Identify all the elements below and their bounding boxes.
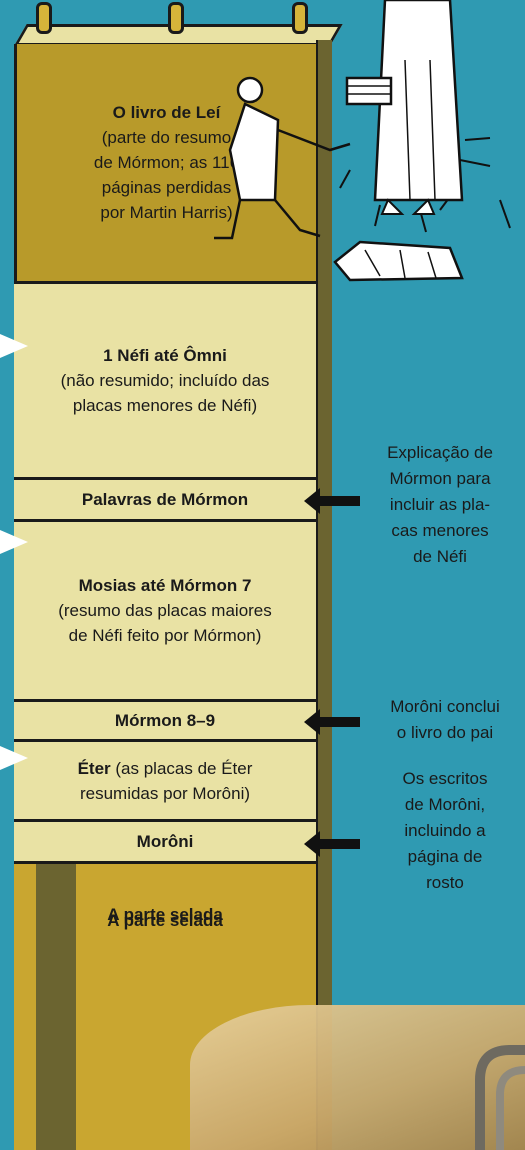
- section-title: Morôni: [136, 832, 194, 851]
- note-line: o livro do pai: [396, 723, 494, 742]
- note-line: cas menores: [391, 521, 489, 540]
- ring-icon: [292, 2, 308, 34]
- note-line: página de: [407, 847, 483, 866]
- section-1-nephi-to-omni: 1 Néfi até Ômni (não resumido; incluído …: [14, 284, 316, 480]
- sealed-band: [36, 864, 76, 1150]
- section-words-of-mormon: Palavras de Mórmon: [14, 480, 316, 522]
- note-line: Morôni conclui: [390, 697, 500, 716]
- section-text: Éter (as placas de Éter: [78, 756, 253, 781]
- section-title: O livro de Leí: [112, 103, 221, 122]
- pointer-marker: [0, 334, 28, 358]
- note-line: incluir as pla-: [389, 495, 491, 514]
- section-title: Mosias até Mórmon 7: [78, 576, 252, 595]
- section-mosiah-to-mormon-7: Mosias até Mórmon 7 (resumo das placas m…: [14, 522, 316, 702]
- section-ether: Éter (as placas de Éter resumidas por Mo…: [14, 742, 316, 822]
- pointer-marker: [0, 746, 28, 770]
- section-title: Mórmon 8–9: [114, 711, 216, 730]
- sealed-title-overlay: A parte selada: [107, 905, 223, 924]
- gold-plates-photo: [190, 1005, 525, 1150]
- section-mormon-8-9: Mórmon 8–9: [14, 702, 316, 742]
- section-text: (resumo das placas maiores: [58, 601, 272, 620]
- section-title: Palavras de Mórmon: [81, 490, 249, 509]
- section-title: Éter: [77, 758, 111, 778]
- note-line: de Néfi: [413, 547, 467, 566]
- ring-icon: [36, 2, 52, 34]
- note-line: incluindo a: [404, 821, 486, 840]
- note-words-of-mormon: Explicação de Mórmon para incluir as pla…: [360, 440, 520, 570]
- note-line: rosto: [426, 873, 464, 892]
- note-mormon-8-9: Morôni conclui o livro do pai: [368, 694, 522, 746]
- section-moroni: Morôni: [14, 822, 316, 864]
- note-line: Os escritos: [402, 769, 488, 788]
- section-text-rest: (as placas de Éter: [110, 758, 253, 778]
- section-title: 1 Néfi até Ômni: [103, 346, 227, 365]
- note-moroni: Os escritos de Morôni, incluindo a págin…: [370, 766, 520, 896]
- section-title: A parte selada: [107, 911, 223, 930]
- arrow-mormon-8-9: [304, 709, 360, 735]
- section-text: de Néfi feito por Mórmon): [68, 626, 262, 645]
- section-text: (não resumido; incluído das: [60, 371, 270, 390]
- note-line: Mórmon para: [389, 469, 491, 488]
- pointer-marker: [0, 530, 28, 554]
- section-text: por Martin Harris): [100, 203, 233, 222]
- section-text: resumidas por Morôni): [79, 783, 251, 803]
- plates-side-edge: [316, 40, 332, 1150]
- section-text: placas menores de Néfi): [72, 396, 258, 415]
- illustration-angel-and-kneeling-man: [214, 0, 511, 282]
- section-text: de Mórmon; as 116: [93, 153, 240, 172]
- arrow-moroni: [304, 831, 360, 857]
- ring-icon: [168, 2, 184, 34]
- note-line: Explicação de: [387, 443, 493, 462]
- section-text: páginas perdidas: [101, 178, 232, 197]
- section-book-of-lehi: O livro de Leí (parte do resumo de Mórmo…: [14, 44, 316, 284]
- section-text: (parte do resumo: [101, 128, 232, 147]
- arrow-words-of-mormon: [304, 488, 360, 514]
- ring-icon: [475, 1045, 525, 1150]
- note-line: de Morôni,: [404, 795, 486, 814]
